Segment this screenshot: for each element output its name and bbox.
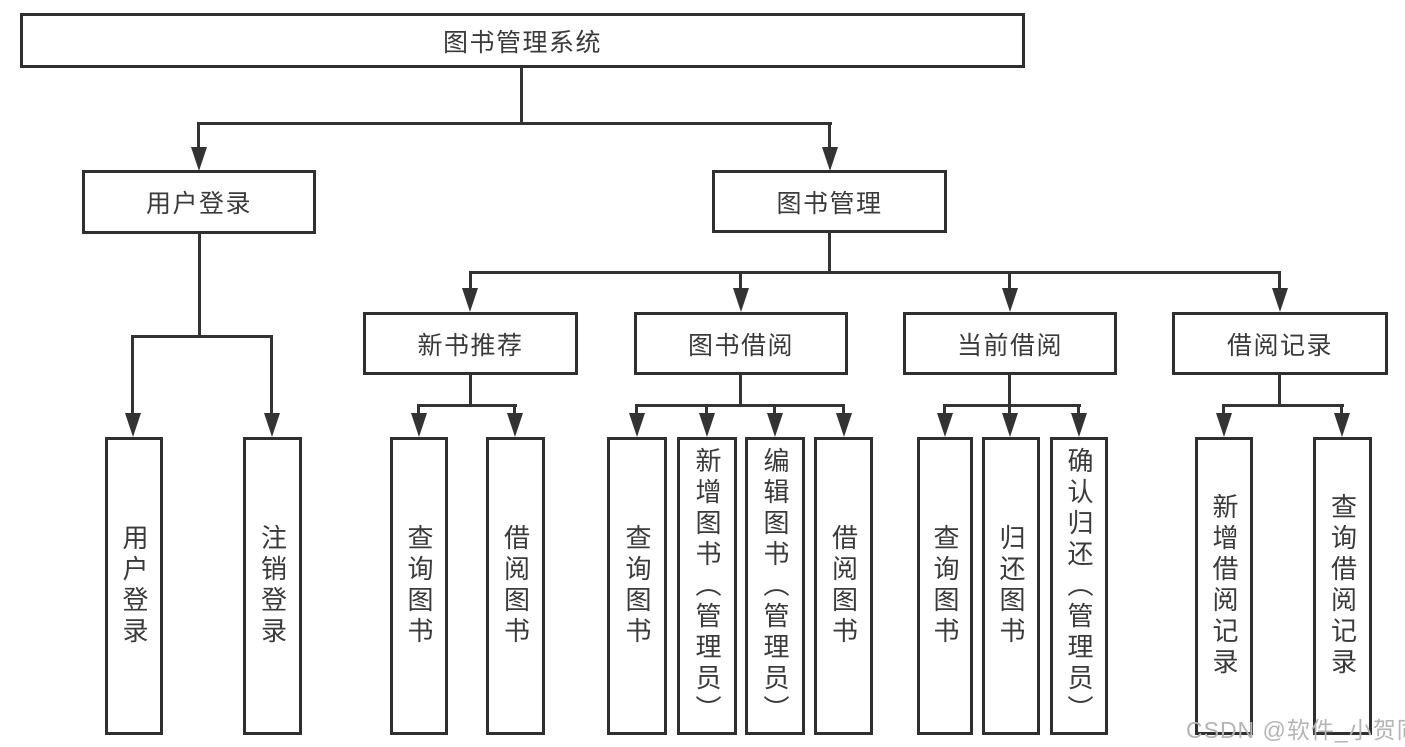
leaf-borrow-edit-books-admin-label: 编辑图书（管理员） xyxy=(760,446,790,726)
arrow-down-icon xyxy=(507,413,523,437)
leaf-user-login: 用户登录 xyxy=(105,437,163,735)
connector-borrow-to-add xyxy=(705,404,708,416)
connector-user-split xyxy=(131,335,273,338)
leaf-current-query-books: 查询图书 xyxy=(917,437,973,735)
connector-user-to-logout xyxy=(270,335,273,415)
arrow-down-icon xyxy=(822,147,838,171)
arrow-down-icon xyxy=(937,413,953,437)
leaf-logout: 注销登录 xyxy=(243,437,302,735)
leaf-records-query-record-label: 查询借阅记录 xyxy=(1327,493,1358,679)
node-root: 图书管理系统 xyxy=(20,13,1025,68)
leaf-records-add-record-label: 新增借阅记录 xyxy=(1209,493,1239,679)
leaf-current-confirm-return-admin: 确认归还（管理员） xyxy=(1050,437,1108,735)
connector-borrow-stem xyxy=(739,375,742,406)
node-book-management: 图书管理 xyxy=(712,170,947,233)
connector-records-split xyxy=(1222,404,1344,407)
leaf-borrow-query-books-label: 查询图书 xyxy=(622,524,652,648)
arrow-down-icon xyxy=(191,147,207,171)
leaf-borrow-edit-books-admin: 编辑图书（管理员） xyxy=(745,437,805,735)
leaf-user-login-label: 用户登录 xyxy=(119,524,149,648)
leaf-newbook-borrow-books: 借阅图书 xyxy=(486,437,545,735)
connector-mgmt-to-borrow xyxy=(739,271,742,291)
node-book-management-label: 图书管理 xyxy=(776,189,883,218)
leaf-borrow-lend-books: 借阅图书 xyxy=(814,437,873,735)
arrow-down-icon xyxy=(411,413,427,437)
connector-mgmt-stem xyxy=(828,232,831,274)
leaf-current-return-books-label: 归还图书 xyxy=(996,524,1026,648)
arrow-down-icon xyxy=(1216,413,1232,437)
leaf-logout-label: 注销登录 xyxy=(257,524,288,648)
connector-borrow-split xyxy=(635,404,845,407)
connector-newbook-to-borrow xyxy=(513,404,516,416)
leaf-current-query-books-label: 查询图书 xyxy=(930,524,960,648)
arrow-down-icon xyxy=(836,413,852,437)
arrow-down-icon xyxy=(1002,288,1018,312)
arrow-down-icon xyxy=(1002,413,1018,437)
arrow-down-icon xyxy=(733,288,749,312)
leaf-borrow-query-books: 查询图书 xyxy=(607,437,667,735)
leaf-records-query-record: 查询借阅记录 xyxy=(1313,437,1372,735)
arrow-down-icon xyxy=(264,413,280,437)
arrow-down-icon xyxy=(125,413,141,437)
leaf-newbook-query-books-label: 查询图书 xyxy=(404,524,434,648)
connector-mgmt-split xyxy=(469,271,1281,274)
connector-root-to-mgmt xyxy=(828,122,831,150)
leaf-borrow-lend-books-label: 借阅图书 xyxy=(828,524,859,648)
connector-current-to-return xyxy=(1008,404,1011,416)
arrow-down-icon xyxy=(462,288,478,312)
connector-borrow-to-query xyxy=(635,404,638,416)
arrow-down-icon xyxy=(1334,413,1350,437)
connector-borrow-to-lend xyxy=(842,404,845,416)
arrow-down-icon xyxy=(767,413,783,437)
leaf-newbook-query-books: 查询图书 xyxy=(390,437,448,735)
node-current-borrow-label: 当前借阅 xyxy=(956,331,1063,360)
connector-user-to-login xyxy=(131,335,134,415)
arrow-down-icon xyxy=(699,413,715,437)
leaf-records-add-record: 新增借阅记录 xyxy=(1195,437,1253,735)
leaf-current-return-books: 归还图书 xyxy=(982,437,1040,735)
connector-root-stem xyxy=(520,68,523,124)
node-borrow-records: 借阅记录 xyxy=(1172,312,1388,375)
leaf-borrow-add-books-admin-label: 新增图书（管理员） xyxy=(692,446,722,726)
arrow-down-icon xyxy=(1272,288,1288,312)
connector-root-to-user xyxy=(197,122,200,150)
connector-borrow-to-edit xyxy=(773,404,776,416)
leaf-borrow-add-books-admin: 新增图书（管理员） xyxy=(677,437,737,735)
node-root-label: 图书管理系统 xyxy=(442,28,602,57)
connector-mgmt-to-records xyxy=(1278,271,1281,291)
connector-mgmt-to-newbook xyxy=(469,271,472,291)
connector-records-to-add xyxy=(1222,404,1225,416)
connector-newbook-stem xyxy=(469,375,472,406)
node-user-login: 用户登录 xyxy=(82,170,316,234)
arrow-down-icon xyxy=(629,413,645,437)
node-user-login-label: 用户登录 xyxy=(145,190,252,218)
connector-current-to-query xyxy=(943,404,946,416)
csdn-watermark: CSDN @软件_小贺同学 xyxy=(1186,717,1405,743)
node-new-book-recommend: 新书推荐 xyxy=(363,312,578,375)
connector-newbook-split xyxy=(417,404,517,407)
node-current-borrow: 当前借阅 xyxy=(903,312,1117,375)
connector-current-stem xyxy=(1008,375,1011,406)
connector-records-stem xyxy=(1278,375,1281,406)
connector-current-to-confirm xyxy=(1077,404,1080,416)
node-book-borrow: 图书借阅 xyxy=(634,312,848,375)
connector-current-split xyxy=(943,404,1081,407)
node-new-book-recommend-label: 新书推荐 xyxy=(417,331,524,360)
connector-root-split xyxy=(197,122,832,125)
connector-mgmt-to-current xyxy=(1008,271,1011,291)
leaf-current-confirm-return-admin-label: 确认归还（管理员） xyxy=(1064,446,1094,726)
connector-user-stem xyxy=(198,233,201,337)
leaf-newbook-borrow-books-label: 借阅图书 xyxy=(500,524,531,648)
node-borrow-records-label: 借阅记录 xyxy=(1226,331,1333,360)
node-book-borrow-label: 图书借阅 xyxy=(687,331,794,360)
connector-records-to-query xyxy=(1340,404,1343,416)
connector-newbook-to-query xyxy=(417,404,420,416)
arrow-down-icon xyxy=(1071,413,1087,437)
